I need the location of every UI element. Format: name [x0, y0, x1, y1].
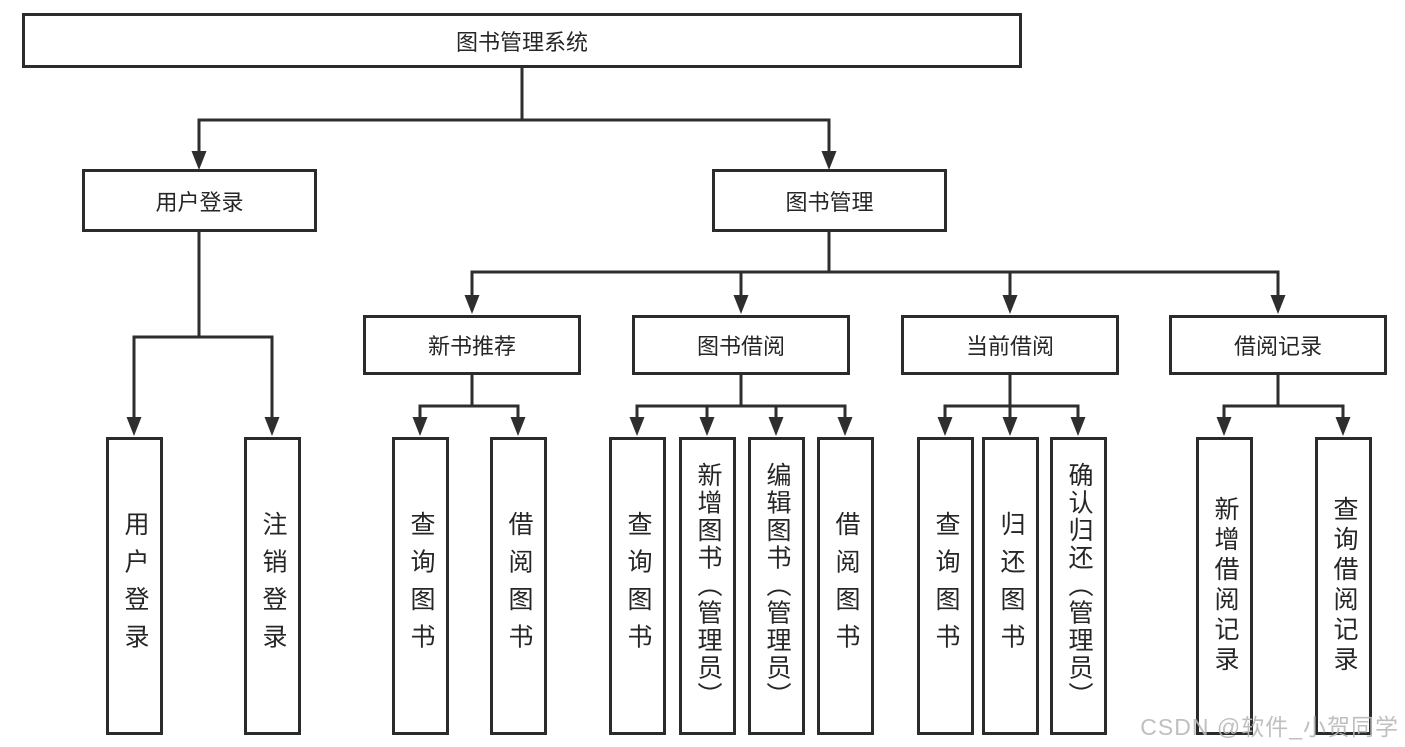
node-label: 归还图书 — [997, 511, 1025, 661]
node-label: 图书借阅 — [696, 334, 785, 359]
node-label: 新增图书（管理员） — [694, 462, 722, 710]
leaf-query-book-1: 查询图书 — [392, 437, 449, 735]
node-label: 确认归还（管理员） — [1065, 462, 1093, 710]
leaf-query-book-2: 查询图书 — [609, 437, 666, 735]
node-borrow-record: 借阅记录 — [1169, 315, 1387, 375]
csdn-watermark: CSDN @软件_小贺同学 — [1140, 714, 1399, 740]
connector-book-borrow-to-leaves — [629, 373, 853, 436]
node-label: 编辑图书（管理员） — [763, 462, 791, 710]
node-book-borrow: 图书借阅 — [632, 315, 850, 375]
leaf-add-borrow-record: 新增借阅记录 — [1196, 437, 1253, 735]
leaf-query-book-3: 查询图书 — [917, 437, 974, 735]
node-current-borrow: 当前借阅 — [901, 315, 1119, 375]
node-label: 用户登录 — [121, 511, 149, 661]
node-label: 用户登录 — [155, 189, 244, 215]
node-label: 查询图书 — [932, 511, 960, 661]
leaf-borrow-book-2: 借阅图书 — [817, 437, 874, 735]
node-label: 借阅记录 — [1233, 334, 1322, 359]
node-book-management-module: 图书管理 — [712, 169, 947, 232]
connector-user-login-to-leaves — [126, 230, 280, 436]
node-root-system: 图书管理系统 — [22, 13, 1022, 68]
node-label: 图书管理 — [785, 189, 874, 215]
connector-book-mgmt-to-level3 — [464, 230, 1286, 314]
leaf-return-book: 归还图书 — [982, 437, 1039, 735]
node-new-book-recommend: 新书推荐 — [363, 315, 581, 375]
node-label: 新书推荐 — [427, 334, 516, 359]
leaf-logout: 注销登录 — [244, 437, 301, 735]
leaf-add-book-admin: 新增图书（管理员） — [679, 437, 736, 735]
node-label: 当前借阅 — [965, 334, 1054, 359]
leaf-borrow-book-1: 借阅图书 — [490, 437, 547, 735]
connector-current-borrow-to-leaves — [937, 373, 1086, 436]
node-label: 新增借阅记录 — [1211, 496, 1239, 676]
node-label: 借阅图书 — [832, 511, 860, 661]
node-label: 查询图书 — [624, 511, 652, 661]
leaf-edit-book-admin: 编辑图书（管理员） — [748, 437, 805, 735]
leaf-confirm-return-admin: 确认归还（管理员） — [1050, 437, 1107, 735]
node-label: 查询图书 — [407, 511, 435, 661]
connector-root-to-level2 — [191, 66, 837, 170]
connector-new-book-rec-to-leaves — [412, 373, 526, 436]
node-label: 借阅图书 — [505, 511, 533, 661]
leaf-user-login: 用户登录 — [106, 437, 163, 735]
leaf-query-borrow-record: 查询借阅记录 — [1315, 437, 1372, 735]
node-label: 图书管理系统 — [455, 29, 588, 55]
node-user-login-module: 用户登录 — [82, 169, 317, 232]
node-label: 查询借阅记录 — [1330, 496, 1358, 676]
node-label: 注销登录 — [259, 511, 287, 661]
connector-borrow-record-to-leaves — [1216, 373, 1351, 436]
